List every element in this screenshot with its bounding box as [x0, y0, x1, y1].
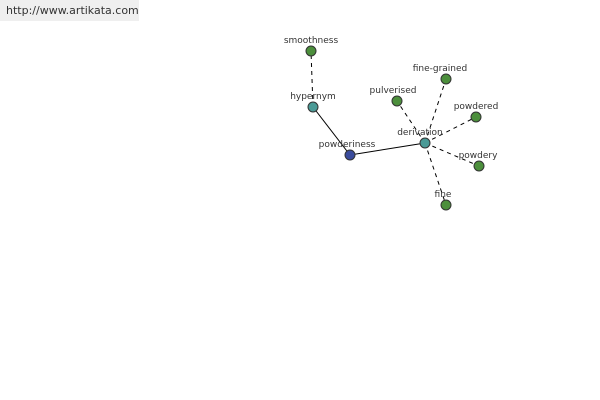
- node-dot[interactable]: [344, 149, 356, 161]
- edge-derivation-powdery: [424, 142, 480, 167]
- edge-derivation-fine-grained: [424, 78, 447, 144]
- node-dot[interactable]: [419, 137, 431, 149]
- center-node-powderiness[interactable]: powderiness: [319, 140, 376, 161]
- leaf-node-powdered[interactable]: powdered: [454, 102, 499, 123]
- leaf-node-fine-grained[interactable]: fine-grained: [413, 64, 468, 85]
- node-label[interactable]: fine: [435, 190, 452, 200]
- node-dot[interactable]: [391, 95, 403, 107]
- relation-node-derivation[interactable]: derivation: [397, 128, 443, 149]
- edge-hypernym-smoothness: [310, 50, 314, 108]
- node-label[interactable]: smoothness: [284, 36, 339, 46]
- source-url-banner[interactable]: http://www.artikata.com: [0, 0, 139, 21]
- leaf-node-pulverised[interactable]: pulverised: [370, 86, 417, 107]
- node-label[interactable]: powdered: [454, 102, 499, 112]
- leaf-node-fine[interactable]: fine: [435, 190, 452, 211]
- node-dot[interactable]: [440, 73, 452, 85]
- edge-derivation-fine: [424, 142, 447, 206]
- edge-powderiness-derivation: [349, 142, 426, 156]
- edge-derivation-pulverised: [396, 100, 426, 144]
- node-dot[interactable]: [440, 199, 452, 211]
- node-label[interactable]: fine-grained: [413, 64, 468, 74]
- edge-derivation-powdered: [424, 116, 477, 144]
- edges-layer: [310, 50, 480, 206]
- node-label[interactable]: derivation: [397, 128, 443, 138]
- node-dot[interactable]: [470, 111, 482, 123]
- node-label[interactable]: powdery: [459, 151, 499, 161]
- node-dot[interactable]: [305, 45, 317, 57]
- edge-powderiness-hypernym: [312, 106, 351, 156]
- node-label[interactable]: hypernym: [290, 92, 336, 102]
- node-dot[interactable]: [307, 101, 319, 113]
- nodes-layer: smoothness fine-grained pulverised powdered…: [284, 36, 499, 211]
- leaf-node-powdery[interactable]: powdery: [459, 151, 499, 172]
- node-label[interactable]: powderiness: [319, 140, 376, 150]
- relation-node-hypernym[interactable]: hypernym: [290, 92, 336, 113]
- leaf-node-smoothness[interactable]: smoothness: [284, 36, 339, 57]
- node-dot[interactable]: [473, 160, 485, 172]
- node-label[interactable]: pulverised: [370, 86, 417, 96]
